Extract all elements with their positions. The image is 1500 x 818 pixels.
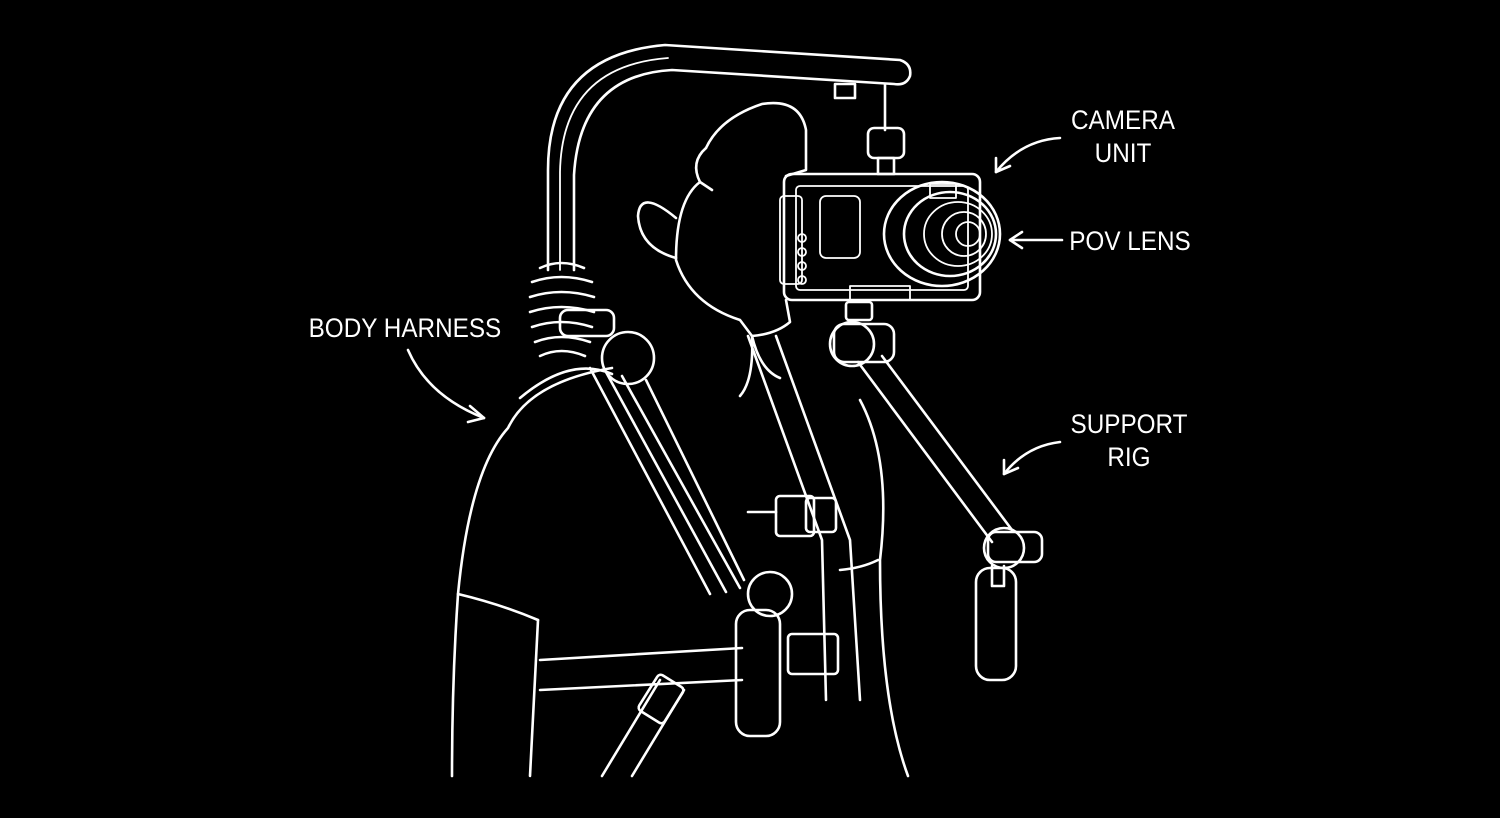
lens-icon xyxy=(882,180,1002,288)
label-support-rig: SUPPORT RIG xyxy=(1069,408,1190,474)
label-camera-unit: CAMERA UNIT xyxy=(1068,104,1178,170)
label-body-harness-line1: BODY HARNESS xyxy=(308,313,502,343)
label-body-harness: BODY HARNESS xyxy=(308,312,502,345)
label-pov-lens: POV LENS xyxy=(1069,225,1191,258)
body-harness xyxy=(518,308,862,778)
label-support-rig-line2: RIG xyxy=(1107,442,1151,472)
person-figure xyxy=(450,101,910,778)
label-support-rig-line1: SUPPORT xyxy=(1070,409,1188,439)
annotation-arrows xyxy=(406,136,1064,476)
label-camera-unit-line1: CAMERA xyxy=(1071,105,1175,135)
overhead-boom-arm xyxy=(528,43,912,358)
support-rig-arm xyxy=(828,300,1044,682)
label-pov-lens-line1: POV LENS xyxy=(1069,226,1191,256)
label-camera-unit-line2: UNIT xyxy=(1094,138,1152,168)
